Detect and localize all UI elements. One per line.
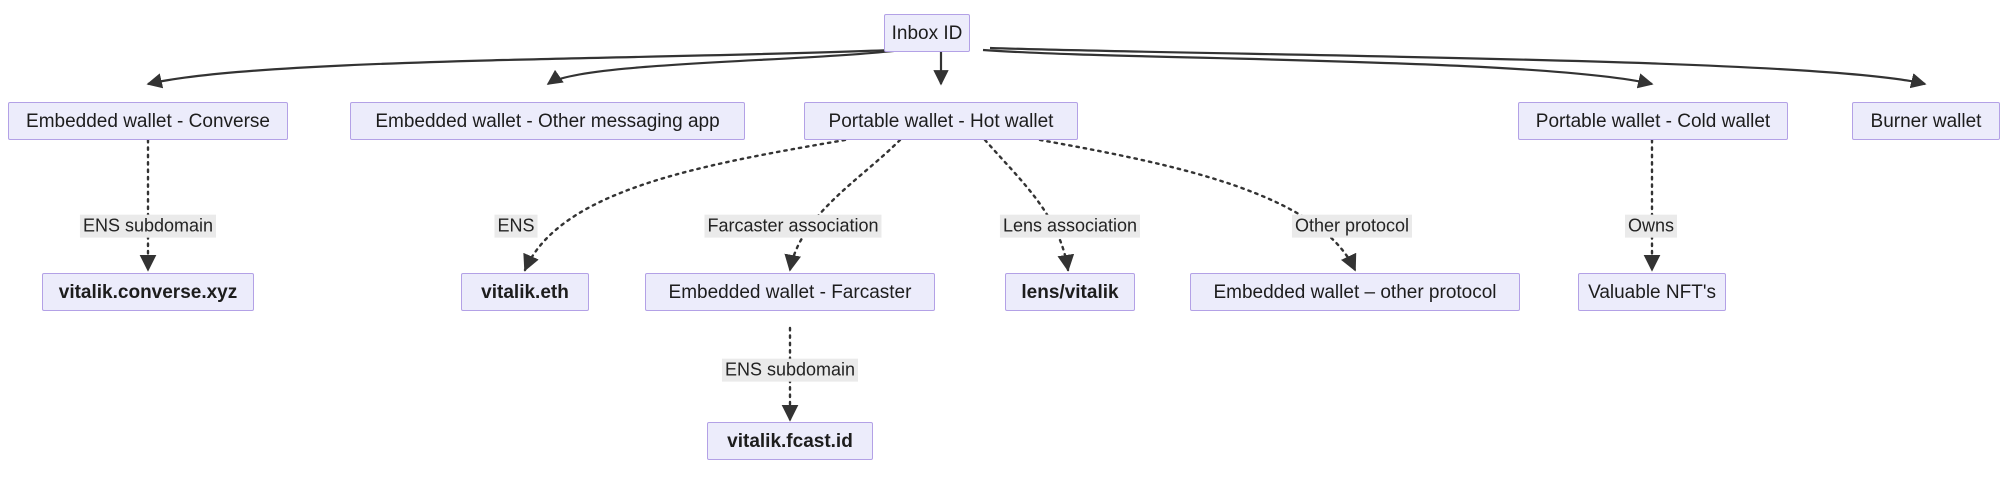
edge-label-farcaster-association: Farcaster association <box>704 214 882 238</box>
edge-hot-to-lens <box>983 138 1075 272</box>
edge-label-ens-subdomain-converse: ENS subdomain <box>79 214 217 238</box>
solid-edges <box>146 46 1927 89</box>
node-lens-vitalik[interactable]: lens/vitalik <box>1005 273 1135 311</box>
edge-hot-to-embedded-farcaster <box>784 138 902 272</box>
node-embedded-wallet-other-messaging-app-label: Embedded wallet - Other messaging app <box>375 110 720 132</box>
edge-label-lens-association: Lens association <box>999 214 1141 238</box>
node-embedded-wallet-other-messaging-app[interactable]: Embedded wallet - Other messaging app <box>350 102 745 140</box>
dotted-edges <box>139 138 1661 422</box>
node-embedded-wallet-other-protocol[interactable]: Embedded wallet – other protocol <box>1190 273 1520 311</box>
edge-root-to-embedded-converse <box>146 48 894 89</box>
node-vitalik-eth-label: vitalik.eth <box>481 281 569 303</box>
node-embedded-wallet-farcaster-label: Embedded wallet - Farcaster <box>668 281 912 303</box>
node-vitalik-fcast-id-label: vitalik.fcast.id <box>727 430 853 452</box>
node-vitalik-converse-xyz-label: vitalik.converse.xyz <box>58 281 238 303</box>
edge-label-ens-subdomain-fcast: ENS subdomain <box>721 358 859 382</box>
node-embedded-wallet-other-protocol-label: Embedded wallet – other protocol <box>1213 281 1497 303</box>
edge-label-ens: ENS <box>494 214 538 238</box>
node-valuable-nfts[interactable]: Valuable NFT's <box>1578 273 1726 311</box>
node-vitalik-fcast-id[interactable]: vitalik.fcast.id <box>707 422 873 460</box>
node-lens-vitalik-label: lens/vitalik <box>1021 281 1119 303</box>
node-portable-wallet-cold-wallet[interactable]: Portable wallet - Cold wallet <box>1518 102 1788 140</box>
node-portable-wallet-hot-wallet-label: Portable wallet - Hot wallet <box>828 110 1054 132</box>
edge-root-to-burner <box>989 46 1927 89</box>
node-embedded-wallet-converse-label: Embedded wallet - Converse <box>26 110 270 132</box>
edge-label-other-protocol: Other protocol <box>1291 214 1413 238</box>
node-inbox-id-label: Inbox ID <box>891 22 963 44</box>
node-valuable-nfts-label: Valuable NFT's <box>1588 281 1716 303</box>
node-burner-wallet-label: Burner wallet <box>1870 110 1982 132</box>
edge-root-to-portable-cold <box>982 48 1654 89</box>
edge-root-to-embedded-other-msg <box>546 48 903 85</box>
node-embedded-wallet-converse[interactable]: Embedded wallet - Converse <box>8 102 288 140</box>
node-vitalik-converse-xyz[interactable]: vitalik.converse.xyz <box>42 273 254 311</box>
node-portable-wallet-hot-wallet[interactable]: Portable wallet - Hot wallet <box>804 102 1078 140</box>
node-inbox-id[interactable]: Inbox ID <box>884 14 970 52</box>
node-vitalik-eth[interactable]: vitalik.eth <box>461 273 589 311</box>
edge-hot-to-vitalik-eth <box>523 138 847 272</box>
node-portable-wallet-cold-wallet-label: Portable wallet - Cold wallet <box>1535 110 1771 132</box>
node-burner-wallet[interactable]: Burner wallet <box>1852 102 2000 140</box>
edge-label-owns: Owns <box>1624 214 1678 238</box>
node-embedded-wallet-farcaster[interactable]: Embedded wallet - Farcaster <box>645 273 935 311</box>
edge-hot-to-other-protocol <box>1038 138 1357 272</box>
